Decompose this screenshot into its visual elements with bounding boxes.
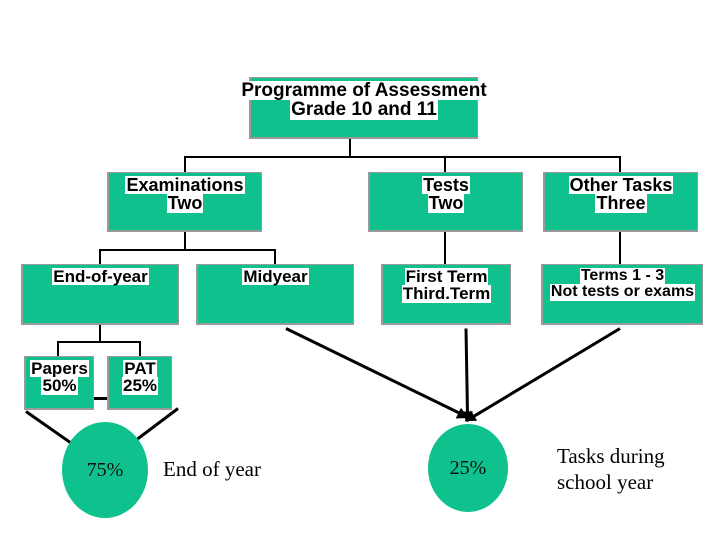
connector-drop-midyear xyxy=(274,249,276,264)
circle-school-year-weight[interactable]: 25% xyxy=(428,424,508,512)
caption-school-year-line2: school year xyxy=(557,469,654,494)
circle-end-of-year-weight[interactable]: 75% xyxy=(62,422,148,518)
node-other-tasks[interactable]: Other Tasks Three xyxy=(543,172,698,232)
node-tests[interactable]: Tests Two xyxy=(368,172,523,232)
node-root-line2: Grade 10 and 11 xyxy=(290,99,438,121)
node-examinations[interactable]: Examinations Two xyxy=(107,172,262,232)
node-terms-1-3-line2: Not tests or exams xyxy=(549,283,696,301)
node-papers-weight: 50% xyxy=(41,376,78,396)
connector-drop-end-of-year xyxy=(99,249,101,264)
node-tests-line2: Two xyxy=(427,193,465,214)
node-midyear[interactable]: Midyear xyxy=(196,264,354,325)
node-root-line1: Programme of Assessment xyxy=(240,80,488,101)
node-midyear-label: Midyear xyxy=(242,267,309,286)
node-first-term[interactable]: First Term Third.Term xyxy=(381,264,511,325)
connector-other-tasks-to-terms xyxy=(619,232,621,264)
connector-tests-to-first-term xyxy=(444,232,446,264)
node-papers[interactable]: Papers 50% xyxy=(24,356,94,410)
node-papers-line1: Papers xyxy=(30,359,89,378)
caption-school-year: Tasks during school year xyxy=(557,444,665,495)
node-pat[interactable]: PAT 25% xyxy=(107,356,172,410)
arrow-terms-to-25 xyxy=(465,327,621,422)
node-pat-weight: 25% xyxy=(121,376,159,396)
node-other-tasks-line1: Other Tasks xyxy=(568,175,674,195)
node-end-of-year[interactable]: End-of-year xyxy=(21,264,179,325)
node-first-term-line1: First Term xyxy=(404,267,489,286)
node-pat-line1: PAT xyxy=(123,359,157,378)
connector-examinations-trunk xyxy=(184,232,186,250)
connector-drop-other-tasks xyxy=(619,156,621,172)
arrow-midyear-to-25 xyxy=(285,327,468,418)
node-tests-line1: Tests xyxy=(422,175,470,195)
caption-end-of-year-line1: End of year xyxy=(163,457,261,481)
circle-end-of-year-value: 75% xyxy=(86,458,124,481)
connector-level1-bus xyxy=(184,156,621,158)
node-terms-1-3[interactable]: Terms 1 - 3 Not tests or exams xyxy=(541,264,703,325)
connector-drop-papers xyxy=(57,341,59,356)
node-terms-1-3-line1: Terms 1 - 3 xyxy=(579,267,666,285)
connector-drop-pat xyxy=(139,341,141,356)
node-examinations-line2: Two xyxy=(166,193,204,214)
node-first-term-line2: Third.Term xyxy=(401,284,492,304)
connector-drop-examinations xyxy=(184,156,186,172)
connector-end-of-year-bus xyxy=(57,341,141,343)
caption-end-of-year: End of year xyxy=(163,457,261,483)
arrow-first-term-to-25 xyxy=(464,328,470,421)
caption-school-year-line1: Tasks during xyxy=(557,444,665,468)
connector-examinations-bus xyxy=(99,249,276,251)
connector-root-trunk xyxy=(349,139,351,157)
circle-school-year-value: 25% xyxy=(449,456,487,479)
node-end-of-year-label: End-of-year xyxy=(52,267,149,286)
node-examinations-line1: Examinations xyxy=(125,175,245,195)
connector-drop-tests xyxy=(444,156,446,172)
connector-end-of-year-trunk xyxy=(99,325,101,342)
arrow-papers-pat-relation xyxy=(40,397,151,400)
node-other-tasks-line2: Three xyxy=(595,193,647,214)
node-root[interactable]: Programme of Assessment Grade 10 and 11 xyxy=(240,77,488,139)
